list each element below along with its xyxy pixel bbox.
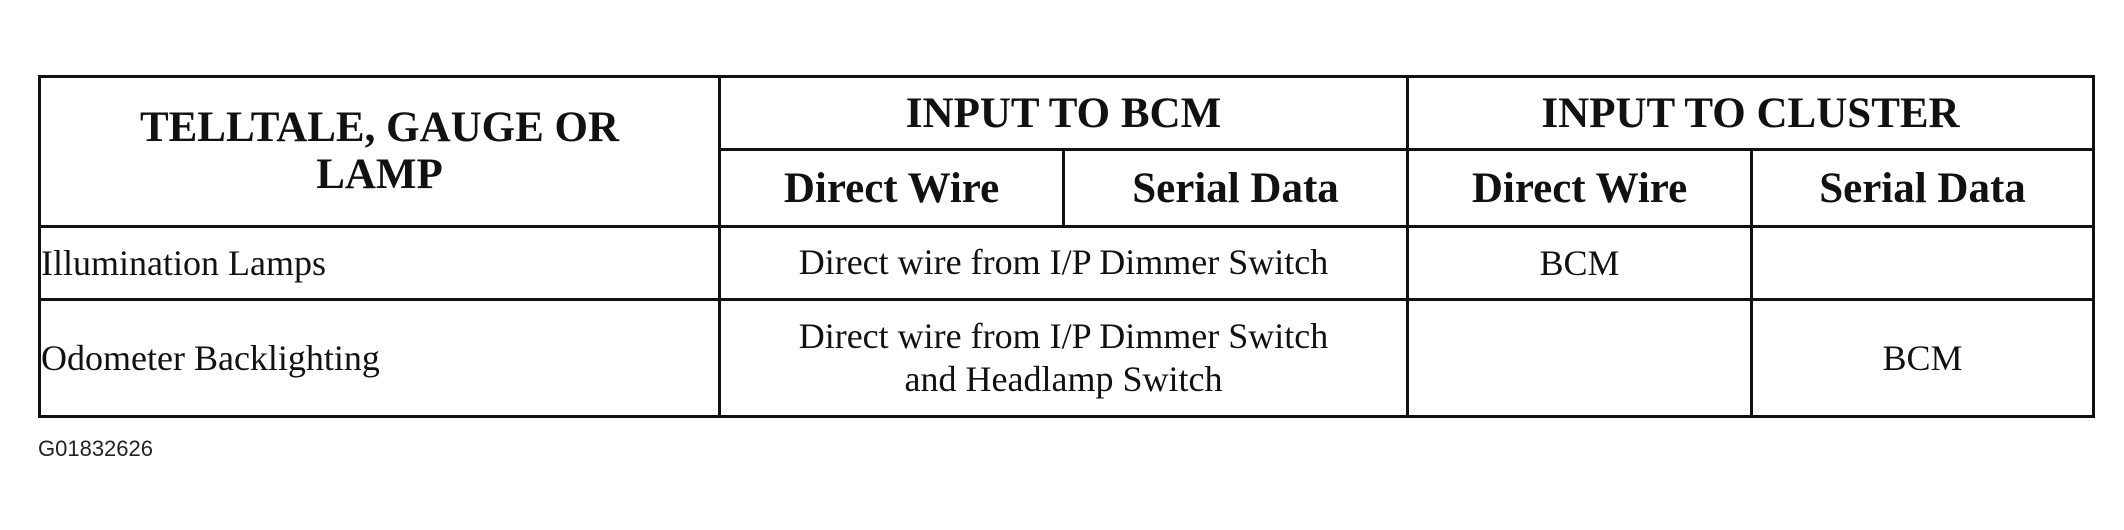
row-bcm-input-line: Direct wire from I/P Dimmer Switch [798,315,1329,356]
table-row: Odometer Backlighting Direct wire from I… [38,298,2096,418]
row-cluster-direct-wire: BCM [1406,225,1753,301]
row-label: Illumination Lamps [38,225,721,301]
header-row-groups: TELLTALE, GAUGE OR LAMP INPUT TO BCM INP… [38,75,2096,228]
row-cluster-serial-data: BCM [1749,298,2096,418]
header-cluster-serial-data: Serial Data [1749,148,2096,228]
row-cluster-serial-data [1749,225,2096,301]
header-bcm-direct-wire: Direct Wire [718,148,1065,228]
header-telltale-line-2: LAMP [316,150,443,198]
row-label: Odometer Backlighting [38,298,721,418]
header-cluster-direct-wire: Direct Wire [1406,148,1753,228]
row-bcm-input: Direct wire from I/P Dimmer Switch and H… [718,298,1409,418]
header-bcm-serial-data: Serial Data [1062,148,1409,228]
header-telltale-gauge-lamp: TELLTALE, GAUGE OR LAMP [38,75,721,228]
header-input-to-cluster: INPUT TO CLUSTER [1405,75,2096,151]
table-row: Illumination Lamps Direct wire from I/P … [38,225,2096,301]
header-telltale-line-1: TELLTALE, GAUGE OR [139,104,620,152]
row-cluster-direct-wire [1406,298,1753,418]
row-bcm-input: Direct wire from I/P Dimmer Switch [718,225,1409,301]
row-bcm-input-line: and Headlamp Switch [904,359,1223,399]
row-bcm-input-line: Direct wire from I/P Dimmer Switch [798,242,1329,283]
header-input-to-bcm: INPUT TO BCM [718,75,1409,151]
header-row-subcolumns: Direct Wire Serial Data Direct Wire Seri… [40,148,2096,228]
figure-code: G01832626 [38,436,153,461]
input-source-table: TELLTALE, GAUGE OR LAMP INPUT TO BCM INP… [38,75,2096,418]
